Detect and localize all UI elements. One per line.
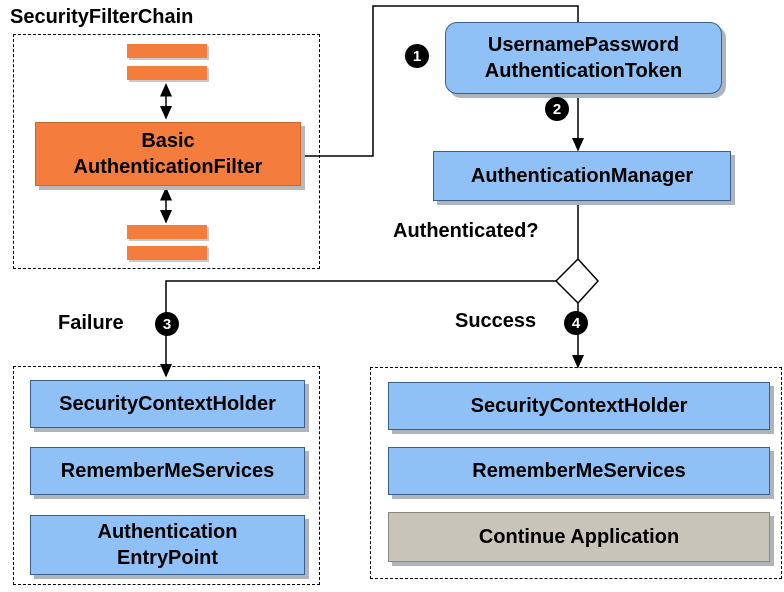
- security-filter-chain-title: SecurityFilterChain: [10, 6, 194, 28]
- token-label-line-2: AuthenticationToken: [484, 60, 683, 82]
- step-1-badge: 1: [405, 44, 429, 68]
- authentication-entry-point: Authentication EntryPoint: [30, 515, 305, 575]
- step-3-badge: 3: [155, 312, 179, 336]
- failure-remember-me-services: RememberMeServices: [30, 447, 305, 495]
- success-security-context-holder: SecurityContextHolder: [388, 382, 770, 430]
- basic-authentication-filter: Basic AuthenticationFilter: [35, 122, 301, 186]
- token-label-line-1: UsernamePassword: [487, 34, 680, 56]
- filter-label-line-1: Basic: [141, 130, 195, 152]
- filter-label-line-2: AuthenticationFilter: [73, 156, 263, 178]
- entry-label-line-1: Authentication: [97, 521, 238, 543]
- success-container: [370, 367, 782, 579]
- filter-bar: [127, 66, 207, 80]
- filter-bar: [127, 225, 207, 239]
- entry-label-line-2: EntryPoint: [116, 547, 219, 569]
- continue-application: Continue Application: [388, 512, 770, 562]
- filter-bar: [127, 44, 207, 58]
- failure-label: Failure: [58, 312, 124, 334]
- filter-bar: [127, 246, 207, 260]
- security-filter-chain-container: [13, 34, 320, 269]
- username-password-authentication-token: UsernamePassword AuthenticationToken: [445, 22, 722, 94]
- authenticated-question: Authenticated?: [393, 220, 539, 242]
- success-remember-me-services: RememberMeServices: [388, 447, 770, 495]
- failure-security-context-holder: SecurityContextHolder: [30, 380, 305, 428]
- failure-container: [13, 366, 320, 585]
- filter-to-token-line: [302, 5, 579, 157]
- failure-branch-line: [160, 280, 556, 378]
- step-2-badge: 2: [545, 97, 569, 121]
- success-label: Success: [455, 310, 537, 332]
- step-4-badge: 4: [564, 311, 588, 335]
- authentication-manager: AuthenticationManager: [433, 151, 731, 201]
- decision-diamond: [554, 257, 600, 305]
